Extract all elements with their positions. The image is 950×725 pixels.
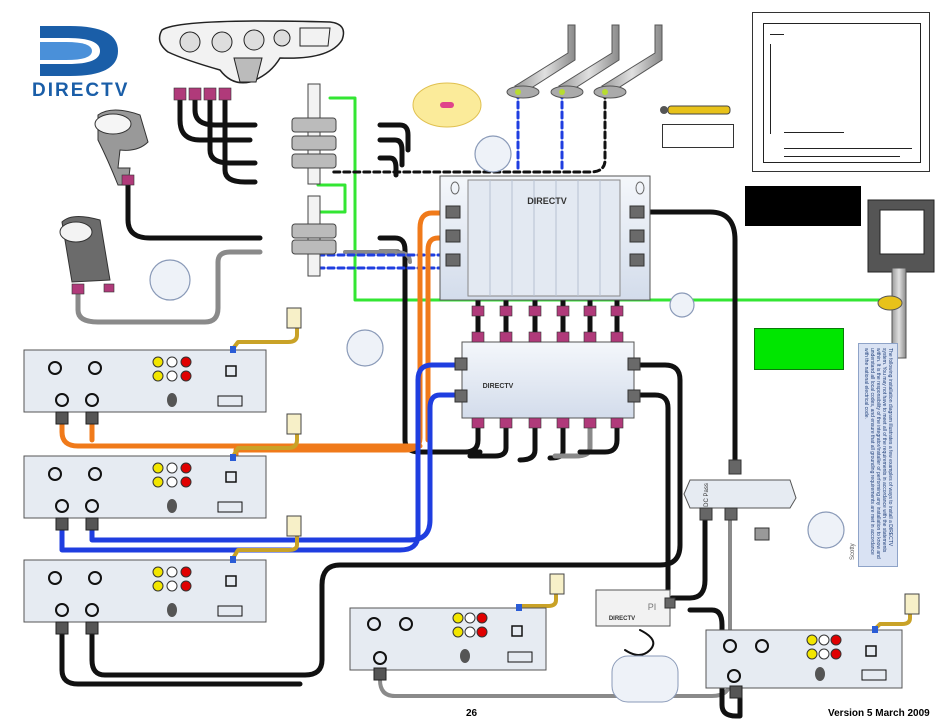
ground-block-icon — [291, 239, 337, 255]
wall-plate-icon — [549, 573, 565, 595]
callout-rounded — [611, 655, 679, 703]
gb-to-ms-1 — [377, 122, 411, 153]
receiver-icon — [23, 349, 267, 413]
lnb-feed-5 — [125, 182, 263, 241]
side-note-signature: Scotty — [850, 543, 856, 560]
ms-to-diplexer — [647, 209, 738, 468]
gb-to-ms-3 — [377, 155, 399, 178]
ground-block-icon — [291, 135, 337, 151]
side-note: The following installation diagram illus… — [858, 343, 898, 567]
multiswitch: DIRECTV — [439, 175, 651, 301]
callout-circle — [149, 259, 191, 301]
antenna-masts — [506, 24, 663, 99]
ground-block-icon — [291, 153, 337, 169]
diplexer: DC Pass — [683, 459, 797, 541]
wall-plate-icon — [286, 515, 302, 537]
title-block — [752, 12, 930, 172]
title-block-line — [784, 148, 912, 149]
power-inserter: DIRECTV PI — [595, 589, 676, 627]
lnb-feed-3 — [207, 97, 258, 166]
receiver-icon — [23, 455, 267, 519]
receivers — [23, 349, 903, 689]
ss-out-6 — [577, 417, 620, 455]
receiver-icon — [23, 559, 267, 623]
multiswitch-label: DIRECTV — [527, 196, 567, 206]
main-dish — [158, 20, 345, 84]
callout-circle — [474, 135, 512, 173]
black-label-box — [745, 186, 861, 226]
phone-line-1 — [230, 320, 299, 352]
green-label-box — [754, 328, 844, 370]
ss-out-3 — [517, 417, 538, 463]
ss-out-1 — [462, 417, 481, 455]
phone-line-5 — [872, 606, 912, 632]
dip-to-pi — [669, 507, 708, 601]
tool-icon — [660, 105, 731, 115]
antenna-mast-icon — [550, 24, 620, 99]
antenna-mast-icon — [506, 24, 576, 99]
cables — [59, 90, 912, 719]
phone-line-4 — [516, 586, 558, 614]
logo-mark-icon — [32, 22, 140, 78]
phone-line-3 — [230, 528, 299, 562]
cable-orange-2 — [425, 235, 448, 443]
wall-plates — [286, 307, 920, 615]
title-block-inner — [763, 23, 921, 163]
dash-black-1 — [328, 90, 607, 174]
lnb-feed-2 — [192, 97, 258, 128]
lnb-1 — [94, 109, 149, 186]
diplexer-label: DC Pass — [704, 483, 710, 507]
title-block-line — [770, 34, 784, 35]
receiver-icon — [349, 607, 547, 671]
dish-icon — [158, 20, 345, 84]
cable-blue-2 — [89, 392, 458, 543]
ground-wire-green-loop — [316, 183, 347, 214]
cable-blue-1 — [59, 362, 458, 553]
callout-circle — [807, 511, 845, 549]
ground-block-column — [291, 83, 337, 277]
lnb-feed-4 — [222, 97, 258, 185]
ss-to-pi — [637, 392, 671, 608]
version-label: Version 5 March 2009 — [828, 708, 930, 719]
phone-line-2 — [230, 426, 299, 460]
pi-port-label: PI — [648, 602, 657, 612]
side-note-text: The following installation diagram illus… — [863, 348, 893, 559]
tool-label-box — [662, 124, 734, 148]
splitter-icon — [683, 479, 797, 509]
callout-circle — [346, 329, 384, 367]
callout-circle — [669, 292, 695, 318]
directv-logo: DIRECTV — [30, 20, 142, 102]
ss-out-2 — [467, 417, 509, 459]
title-block-line — [784, 156, 900, 157]
wall-plate-icon — [286, 413, 302, 435]
gb-to-ms-2 — [377, 137, 405, 168]
gb-to-ms-gray — [343, 250, 412, 264]
title-block-line — [770, 44, 771, 134]
lnb-feed-gray — [75, 249, 263, 325]
ss-to-rx3 — [89, 362, 683, 678]
wall-plate-icon — [286, 307, 302, 329]
antenna-mast-icon — [593, 24, 663, 99]
gb-to-ms-4 — [377, 235, 483, 455]
sub-switch-label: DIRECTV — [483, 383, 514, 390]
pi-to-rx5 — [687, 607, 743, 719]
multiswitch-icon — [461, 341, 635, 419]
lnb-2 — [59, 216, 111, 283]
electrical-panel — [867, 199, 935, 359]
wall-plate-icon — [904, 593, 920, 615]
sub-switch: DIRECTV — [454, 341, 641, 419]
pi-power-cord — [624, 629, 655, 656]
cable-orange-rx1 — [59, 409, 423, 449]
pi-brand: DIRECTV — [609, 616, 635, 622]
ground-block-icon — [291, 223, 337, 239]
cable-orange-1 — [233, 210, 448, 463]
receiver-icon — [705, 629, 903, 689]
ss-to-rx3b — [59, 622, 303, 687]
page-number: 26 — [466, 708, 478, 719]
ground-block-icon — [291, 117, 337, 133]
lnb-feed-1 — [177, 97, 253, 143]
logo-wordmark: DIRECTV — [32, 80, 130, 101]
title-block-line — [784, 132, 844, 133]
